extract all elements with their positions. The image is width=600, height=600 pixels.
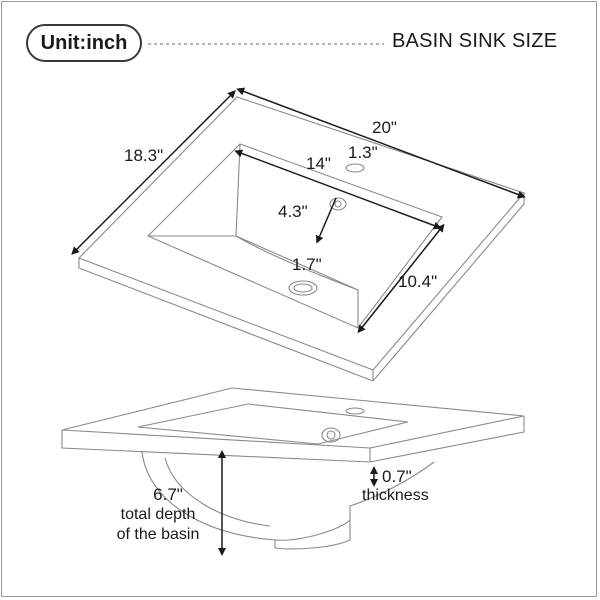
- side-bowl: [141, 451, 435, 541]
- label-basin-width: 14": [306, 154, 331, 173]
- side-slab-top: [61, 387, 525, 449]
- side-basin-rim: [137, 403, 409, 445]
- top-view-sink: [78, 96, 525, 382]
- label-total-depth-line2: of the basin: [116, 526, 200, 543]
- basin-bowl-curve: [235, 235, 359, 291]
- label-thickness-value: 0.7": [382, 467, 412, 486]
- side-faucet-hole: [345, 407, 365, 415]
- unit-badge: Unit:inch: [26, 24, 142, 62]
- side-drain-inner: [326, 430, 336, 440]
- label-total-depth-line1: total depth: [120, 506, 196, 523]
- side-view-dimensions: [218, 450, 378, 556]
- dim-line-overall-width: [236, 87, 526, 199]
- top-view-dimensions: [71, 87, 526, 334]
- side-drain: [321, 427, 341, 443]
- dim-line-basin-width: [234, 149, 442, 230]
- label-overall-width: 20": [372, 118, 397, 137]
- side-bowl-inner: [164, 457, 271, 527]
- sink-top-outline: [78, 96, 525, 371]
- dim-line-overflow: [315, 197, 337, 244]
- side-view-sink: [61, 387, 525, 550]
- label-basin-depth: 10.4": [398, 272, 438, 291]
- label-overall-depth: 18.3": [124, 146, 164, 165]
- label-drain-hole: 1.7": [292, 255, 322, 274]
- side-bowl-base: [274, 539, 351, 550]
- label-overflow-distance: 4.3": [278, 202, 308, 221]
- drain-hole: [288, 280, 318, 296]
- page-title: BASIN SINK SIZE: [392, 30, 558, 52]
- label-total-depth-value: 6.7": [153, 485, 183, 504]
- drain-hole-inner: [293, 283, 313, 293]
- dim-line-basin-depth: [357, 223, 445, 334]
- label-thickness: thickness: [362, 487, 429, 504]
- dim-line-overall-depth: [71, 90, 236, 255]
- label-faucet-hole: 1.3": [348, 143, 378, 162]
